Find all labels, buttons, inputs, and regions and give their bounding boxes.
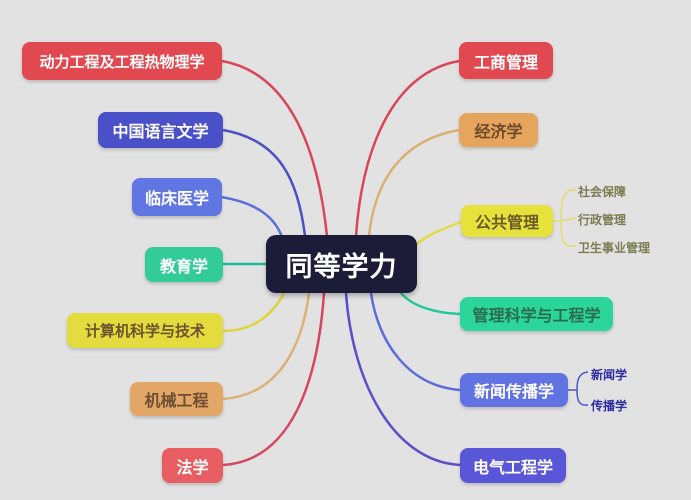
branch-node-economics[interactable]: 经济学 xyxy=(459,113,538,147)
branch-node-chinese-literature[interactable]: 中国语言文学 xyxy=(98,112,223,148)
branch-node-management-science[interactable]: 管理科学与工程学 xyxy=(460,297,613,331)
subtopic-social-security[interactable]: 社会保障 xyxy=(578,185,627,199)
connector-cs xyxy=(222,292,286,333)
branch-node-mechanical-engineering[interactable]: 机械工程 xyxy=(130,382,223,416)
branch-node-law[interactable]: 法学 xyxy=(162,448,223,483)
connector-public xyxy=(415,220,462,246)
connector-clinical xyxy=(220,195,284,238)
subtopic-news-studies[interactable]: 新闻学 xyxy=(591,368,628,382)
connector-econ xyxy=(367,128,460,237)
connector-chinese xyxy=(222,128,307,237)
connector-power xyxy=(221,59,329,237)
subtopic-communication-studies[interactable]: 传播学 xyxy=(591,399,628,413)
connector-law xyxy=(222,292,326,467)
branch-node-clinical-medicine[interactable]: 临床医学 xyxy=(132,178,222,216)
branch-node-education[interactable]: 教育学 xyxy=(145,247,223,282)
branch-node-computer-science[interactable]: 计算机科学与技术 xyxy=(67,313,223,348)
subtopic-health-services-management[interactable]: 卫生事业管理 xyxy=(578,241,651,255)
central-topic-node[interactable]: 同等学力 xyxy=(266,235,417,293)
connector-mba xyxy=(354,59,460,237)
connector-mgmtsci xyxy=(400,292,461,316)
connector-journalism-children xyxy=(568,371,589,406)
branch-node-public-management[interactable]: 公共管理 xyxy=(461,205,553,237)
branch-node-journalism[interactable]: 新闻传播学 xyxy=(460,373,568,407)
connector-journalism xyxy=(369,292,461,392)
branch-node-business-administration[interactable]: 工商管理 xyxy=(459,42,553,79)
connector-electrical xyxy=(344,292,461,467)
connector-public-children xyxy=(553,189,577,247)
subtopic-administrative-management[interactable]: 行政管理 xyxy=(578,213,627,227)
branch-node-electrical-engineering[interactable]: 电气工程学 xyxy=(460,448,566,483)
connector-mech xyxy=(222,292,311,401)
branch-node-power-engineering[interactable]: 动力工程及工程热物理学 xyxy=(22,42,222,80)
